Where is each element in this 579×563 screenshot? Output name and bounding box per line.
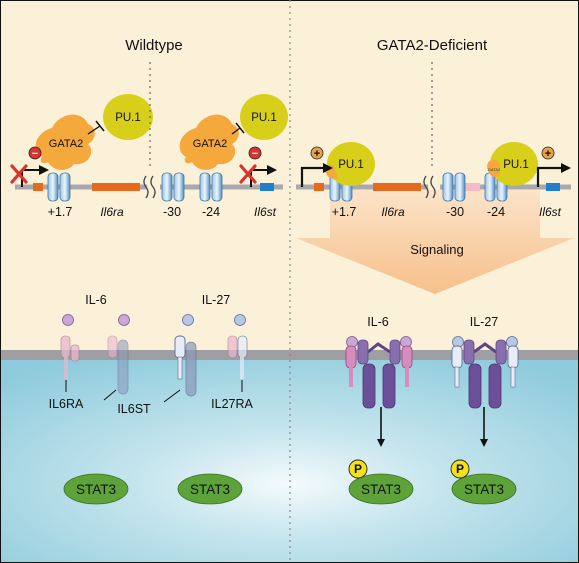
svg-text:−: −: [252, 148, 258, 160]
il27ra-receptor-left-2: [227, 335, 248, 379]
il6ra-receptor-label: IL6RA: [49, 397, 84, 411]
il27-ligand-1: [182, 314, 194, 326]
il6-label-right: IL-6: [367, 315, 389, 329]
pu1-label-1: PU.1: [115, 112, 141, 124]
il6st-exon: [260, 183, 274, 191]
il27-receptor-complex-right: [451, 336, 519, 409]
activation-sign-1: [310, 146, 324, 160]
svg-text:+: +: [545, 148, 551, 160]
svg-text:+: +: [314, 148, 320, 160]
pu1-protein-1: [103, 94, 153, 140]
gata2-protein-1: [35, 114, 95, 170]
il6ra-exon-gd: [373, 183, 421, 191]
gata2-small-label: GATA2: [488, 167, 501, 172]
il6ra-exon-start: [33, 183, 43, 191]
wildtype-receptors: IL-6 IL-27 IL6: [49, 293, 254, 505]
il27-ligand-2: [234, 314, 246, 326]
il27-label-left: IL-27: [202, 293, 231, 307]
inhibition-arrow-2: [231, 127, 241, 135]
gene-il6ra-right: Il6ra: [381, 205, 405, 219]
dna-break-mark-b: [150, 175, 156, 199]
il6st-tss-arrow-active: [536, 163, 571, 187]
pu1-bound-1: [327, 142, 375, 186]
gata2-label-2: GATA2: [193, 138, 227, 150]
site-minus-24-right: -24: [487, 205, 505, 219]
svg-text:−: −: [32, 148, 38, 160]
il27ra-receptor-label: IL27RA: [211, 397, 253, 411]
stat3-left-2: [177, 473, 243, 505]
nucleosome-left-1: [47, 172, 71, 202]
stat3-right-1-label: STAT3: [361, 482, 401, 497]
intronic-region-gd: [462, 183, 480, 191]
stat3-left-1: [63, 473, 129, 505]
gata2-protein-2: [179, 114, 239, 170]
il6-ligand-1: [62, 314, 74, 326]
inhibition-arrow-1: [87, 125, 101, 135]
il6ra-exon: [92, 183, 140, 191]
il6ra-receptor-left: [60, 335, 80, 379]
repression-sign-2: [248, 146, 262, 160]
il6-ligand-2: [118, 314, 130, 326]
gata2-deficient-dna-locus: Signaling PU.1 GATA2 PU.1 +: [296, 62, 574, 294]
repression-x-2: [239, 164, 257, 184]
pu1-protein-2: [240, 94, 288, 140]
repression-sign-1: [28, 146, 42, 160]
nucleosome-left-3: [199, 172, 223, 202]
il6ra-tss-arrow-active: [300, 163, 333, 187]
gata2-label-1: GATA2: [49, 138, 83, 150]
site-plus-1-7-left: +1.7: [48, 205, 73, 219]
nucleosome-gd-2: [442, 172, 466, 202]
stat3-right-1: [348, 473, 414, 505]
svg-text:P: P: [354, 462, 362, 476]
svg-text:P: P: [456, 462, 464, 476]
nucleosome-left-2: [161, 172, 185, 202]
il27ra-receptor-left: [174, 335, 197, 397]
il6-receptor-complex-right: [345, 336, 413, 409]
gata2-residual-2: [487, 159, 500, 177]
signaling-arrow: [296, 190, 574, 294]
pu1-label-2: PU.1: [251, 112, 277, 124]
right-panel-title: GATA2-Deficient: [377, 37, 488, 54]
activation-sign-2: [541, 146, 555, 160]
stat3-right-2: [451, 473, 517, 505]
il27-label-right: IL-27: [470, 315, 499, 329]
site-minus-30-left: -30: [163, 205, 181, 219]
phospho-badge-2: [450, 459, 470, 479]
pu1-bound-label-1: PU.1: [338, 159, 364, 171]
signaling-label: Signaling: [410, 242, 464, 257]
stat3-right-2-label: STAT3: [464, 482, 504, 497]
gene-il6st-left: Il6st: [254, 205, 277, 219]
gene-il6ra-left: Il6ra: [100, 205, 124, 219]
wildtype-dna-locus: GATA2 GATA2 PU.1 PU.1 − − +1.7 Il6ra -30…: [10, 62, 288, 219]
site-minus-24-left: -24: [202, 205, 220, 219]
phospho-badge-1: [348, 459, 368, 479]
il6st-receptor-left-1: [107, 335, 129, 395]
stat3-left-2-label: STAT3: [190, 482, 230, 497]
il6st-exon-gd: [546, 183, 560, 191]
site-minus-30-right: -30: [446, 205, 464, 219]
gene-il6st-right: Il6st: [539, 205, 562, 219]
il6st-receptor-label: IL6ST: [117, 402, 151, 416]
dna-break-mark-a: [143, 175, 149, 199]
repression-x-1: [10, 164, 28, 184]
pu1-bound-2: [490, 142, 538, 186]
site-plus-1-7-right: +1.7: [332, 205, 357, 219]
pu1-bound-label-2: PU.1: [503, 159, 529, 171]
stat3-left-1-label: STAT3: [76, 482, 116, 497]
left-panel-title: Wildtype: [125, 37, 183, 54]
il6-label-left: IL-6: [85, 293, 107, 307]
gata2-deficient-receptors: IL-6 IL-27: [345, 315, 519, 505]
